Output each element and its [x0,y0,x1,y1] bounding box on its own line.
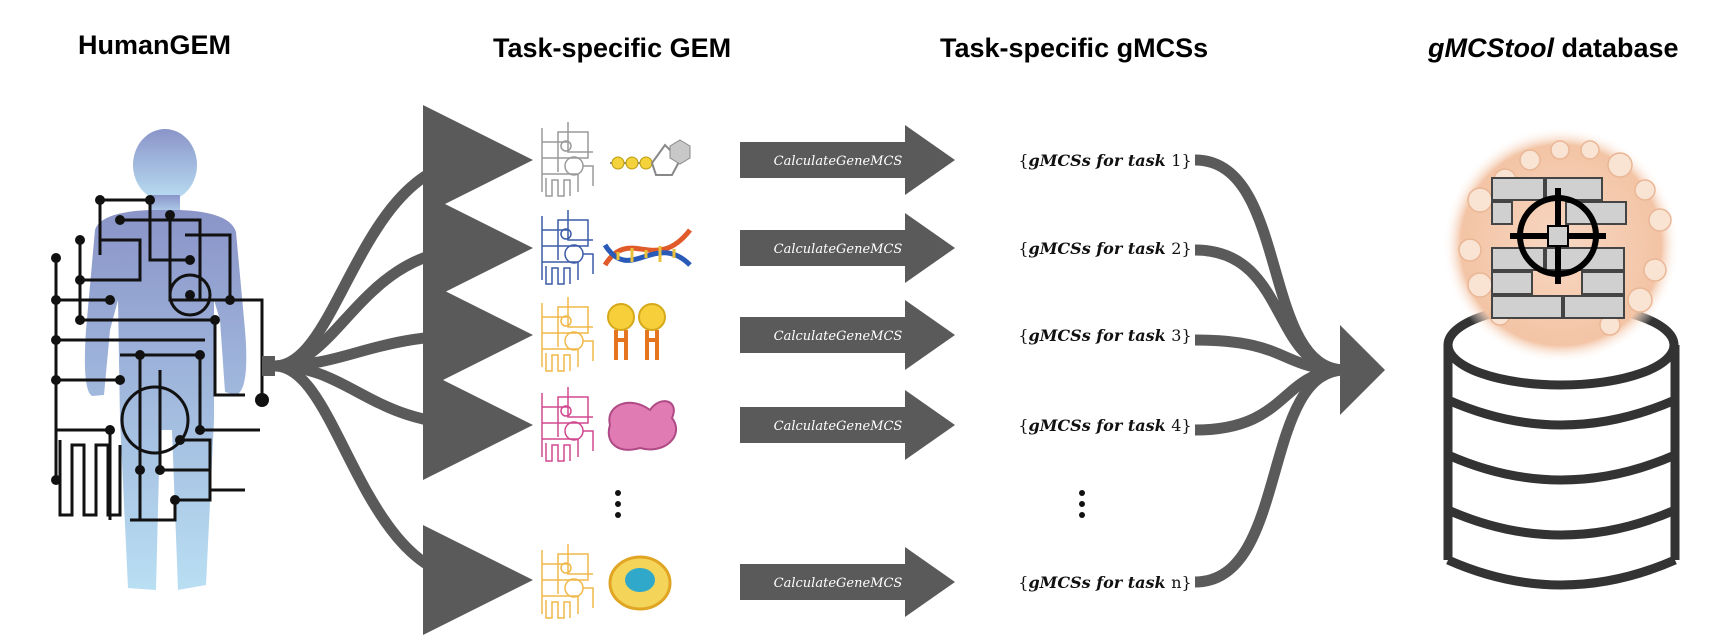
calculate-gene-mcs-arrow-3: CalculateGeneMCS [740,300,955,370]
gmcs-set-5: {gMCSs for task n} [1018,573,1191,592]
antibody-icon [607,303,666,360]
title-gmcstool-database: gMCStool database [1428,33,1679,64]
merge-arrowhead [1340,325,1385,415]
arrow-label: CalculateGeneMCS [774,242,903,257]
merge-arrows [1194,154,1346,588]
calculate-gene-mcs-arrow-2: CalculateGeneMCS [740,213,955,283]
calculate-gene-mcs-arrows: CalculateGeneMCS CalculateGeneMCS Calculat… [740,125,955,617]
title-task-specific-gmcss: Task-specific gMCSs [940,33,1209,63]
gmcs-set-1: {gMCSs for task 1} [1018,151,1191,170]
title-task-specific-gem: Task-specific GEM [493,33,732,63]
title-database: database [1553,33,1679,63]
cell-shape-icon [607,400,678,451]
calculate-gene-mcs-arrow-4: CalculateGeneMCS [740,390,955,460]
gmcs-set-2: {gMCSs for task 2} [1018,239,1191,258]
calculate-gene-mcs-arrow-5: CalculateGeneMCS [740,547,955,617]
fan-out-arrows [262,105,533,635]
task-network-icons [541,122,594,619]
metabolite-chain-icon [610,139,691,176]
title-gmcstool: gMCStool [1428,33,1554,63]
gmcs-ellipsis [1079,490,1085,518]
arrow-label: CalculateGeneMCS [774,576,903,591]
metabolic-network-icon [54,198,264,522]
arrow-label: CalculateGeneMCS [774,329,903,344]
calculate-gene-mcs-arrow-1: CalculateGeneMCS [740,125,955,195]
task-network-icon-1 [541,122,594,197]
gmcs-set-4: {gMCSs for task 4} [1018,416,1191,435]
task-network-icon-3 [541,297,594,372]
network-nodes [51,195,269,505]
arrow-label: CalculateGeneMCS [774,154,903,169]
arrow-label: CalculateGeneMCS [774,419,903,434]
target-crosshair-icon [1510,188,1606,284]
task-gem-ellipsis [615,490,621,518]
gmcs-set-labels: {gMCSs for task 1} {gMCSs for task 2} {gMC… [1018,151,1191,592]
gmcs-set-3: {gMCSs for task 3} [1018,326,1191,345]
dna-helix-icon [602,228,692,267]
task-network-icon-5 [541,544,594,619]
task-network-icon-4 [541,387,594,462]
cell-nucleus-icon [608,555,672,611]
task-network-icon-2 [541,210,594,285]
title-humangem: HumanGEM [78,30,232,60]
